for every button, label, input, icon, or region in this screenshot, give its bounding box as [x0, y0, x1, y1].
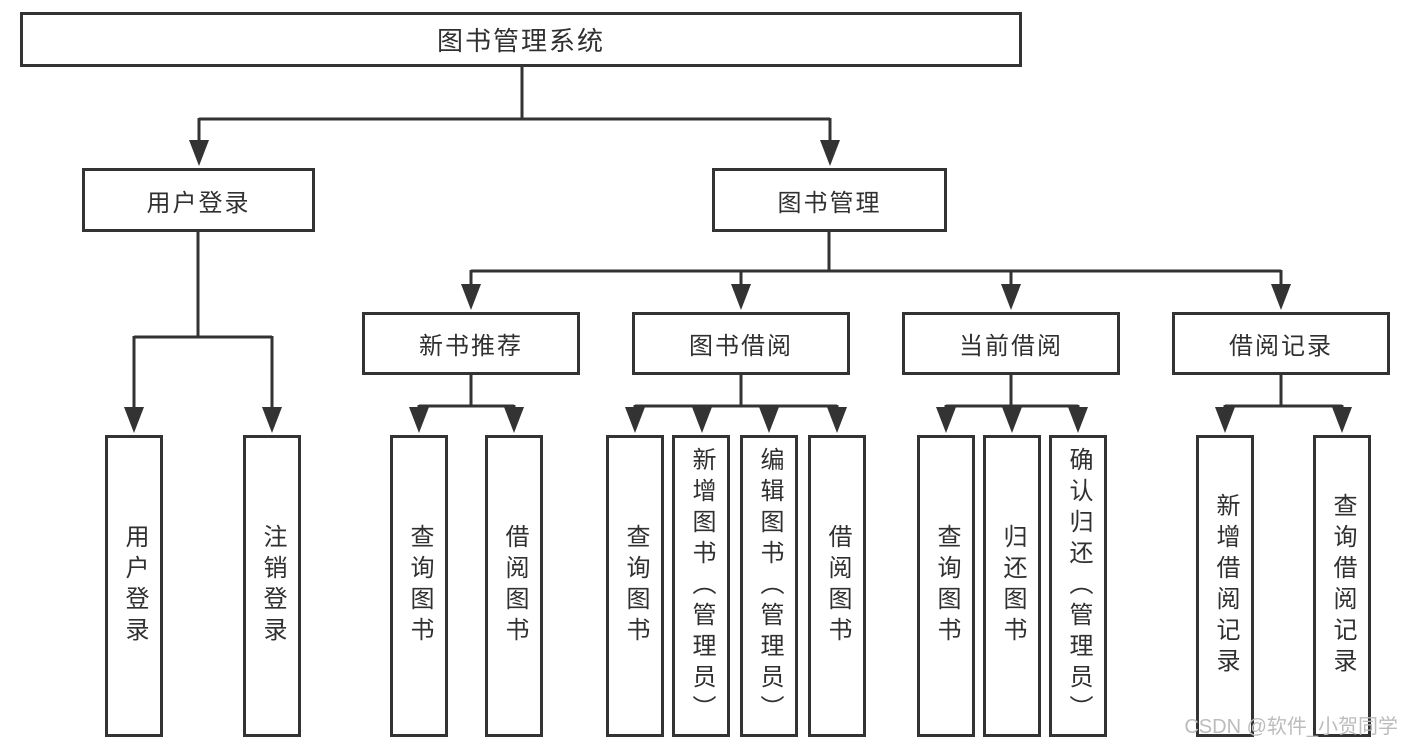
leaf-newbook-query-books: 查询图书 — [390, 435, 448, 737]
node-library-management-system: 图书管理系统 — [20, 12, 1022, 67]
connector-book-borrow-branch — [633, 375, 839, 413]
leaf-logout: 注销登录 — [243, 435, 301, 737]
node-borrow-record: 借阅记录 — [1172, 312, 1390, 375]
leaf-return-books-label: 归还图书 — [999, 524, 1026, 648]
node-book-borrow: 图书借阅 — [632, 312, 850, 375]
leaf-add-books-admin-label: 新增图书（管理员） — [688, 446, 715, 726]
leaf-return-books: 归还图书 — [983, 435, 1041, 737]
leaf-borrow-books: 借阅图书 — [808, 435, 866, 737]
node-book-management: 图书管理 — [712, 168, 947, 232]
leaf-edit-books-admin: 编辑图书（管理员） — [740, 435, 798, 737]
leaf-newbook-borrow-books: 借阅图书 — [485, 435, 543, 737]
leaf-borrow-query-books: 查询图书 — [606, 435, 664, 737]
leaf-borrow-query-books-label: 查询图书 — [622, 524, 649, 648]
leaf-confirm-return-admin-label: 确认归还（管理员） — [1065, 446, 1092, 726]
leaf-logout-label: 注销登录 — [259, 524, 286, 648]
leaf-query-borrow-record-label: 查询借阅记录 — [1329, 493, 1356, 679]
leaf-user-login: 用户登录 — [105, 435, 163, 737]
csdn-watermark: CSDN @软件_小贺同学 — [1184, 716, 1398, 738]
leaf-newbook-borrow-books-label: 借阅图书 — [501, 524, 528, 648]
leaf-current-query-books: 查询图书 — [917, 435, 975, 737]
connector-user-login-branch — [132, 232, 274, 413]
leaf-query-borrow-record: 查询借阅记录 — [1313, 435, 1371, 737]
connector-borrow-record-branch — [1223, 375, 1344, 413]
connector-new-book-branch — [417, 375, 516, 413]
leaf-current-query-books-label: 查询图书 — [933, 524, 960, 648]
leaf-edit-books-admin-label: 编辑图书（管理员） — [756, 446, 783, 726]
leaf-user-login-label: 用户登录 — [121, 524, 148, 648]
leaf-confirm-return-admin: 确认归还（管理员） — [1049, 435, 1107, 737]
connector-book-management-branch — [469, 232, 1283, 290]
connector-root-branch — [197, 67, 832, 146]
node-current-borrow: 当前借阅 — [902, 312, 1120, 375]
leaf-add-borrow-record: 新增借阅记录 — [1196, 435, 1254, 737]
leaf-newbook-query-books-label: 查询图书 — [406, 524, 433, 648]
leaf-borrow-books-label: 借阅图书 — [824, 524, 851, 648]
leaf-add-books-admin: 新增图书（管理员） — [672, 435, 730, 737]
leaf-add-borrow-record-label: 新增借阅记录 — [1212, 493, 1239, 679]
connector-current-borrow-branch — [944, 375, 1080, 413]
node-new-book-recommend: 新书推荐 — [362, 312, 580, 375]
node-user-login: 用户登录 — [82, 168, 315, 232]
